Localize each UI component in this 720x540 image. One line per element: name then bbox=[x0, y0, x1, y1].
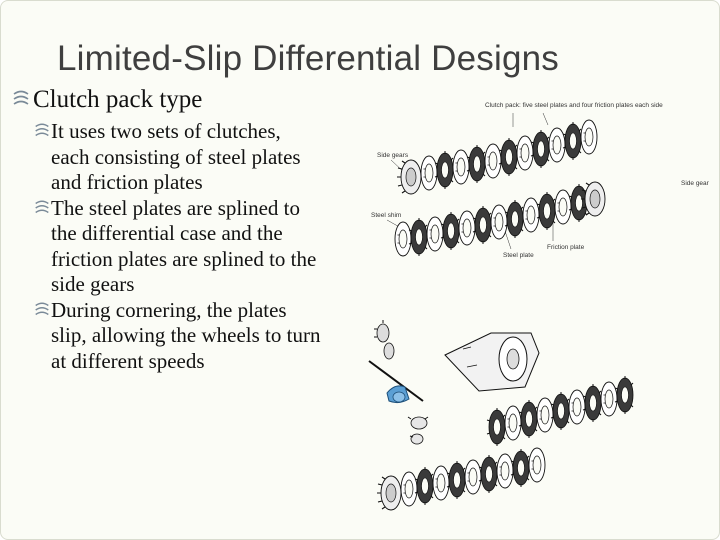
slide-title: Limited-Slip Differential Designs bbox=[57, 39, 560, 78]
friction-plate-label: Friction plate bbox=[547, 244, 585, 251]
side-gear-label: Side gears bbox=[377, 152, 409, 159]
figure-caption: Clutch pack: five steel plates and four … bbox=[485, 102, 663, 109]
bullet-icon bbox=[13, 90, 29, 105]
bullet-level2: The steel plates are splined to the diff… bbox=[35, 195, 321, 298]
bullet-list: Clutch pack type It uses two sets of clu… bbox=[11, 85, 331, 374]
bullet-icon bbox=[35, 200, 49, 213]
bottom-clutch-pack bbox=[376, 447, 546, 511]
bullet-text: Clutch pack type bbox=[33, 86, 203, 113]
bullet-text: The steel plates are splined to the diff… bbox=[51, 195, 317, 297]
clutch-pack-diagram: Clutch pack: five steel plates and four … bbox=[368, 102, 710, 511]
bullet-text: It uses two sets of clutches, each consi… bbox=[51, 119, 301, 194]
bullet-icon bbox=[35, 302, 49, 315]
bullet-level2: During cornering, the plates slip, allow… bbox=[35, 297, 321, 375]
steel-plate-label: Steel plate bbox=[503, 252, 534, 259]
upper-clutch-pack bbox=[396, 119, 598, 195]
bullet-icon bbox=[35, 123, 49, 137]
differential-case bbox=[368, 320, 540, 445]
bullet-text: During cornering, the plates slip, allow… bbox=[51, 297, 321, 373]
bullet-level2: It uses two sets of clutches, each consi… bbox=[35, 119, 321, 196]
side-gear-label: Side gear bbox=[681, 180, 710, 187]
steel-shim-label: Steel shim bbox=[371, 212, 401, 219]
bullet-level1: Clutch pack type bbox=[11, 85, 331, 115]
